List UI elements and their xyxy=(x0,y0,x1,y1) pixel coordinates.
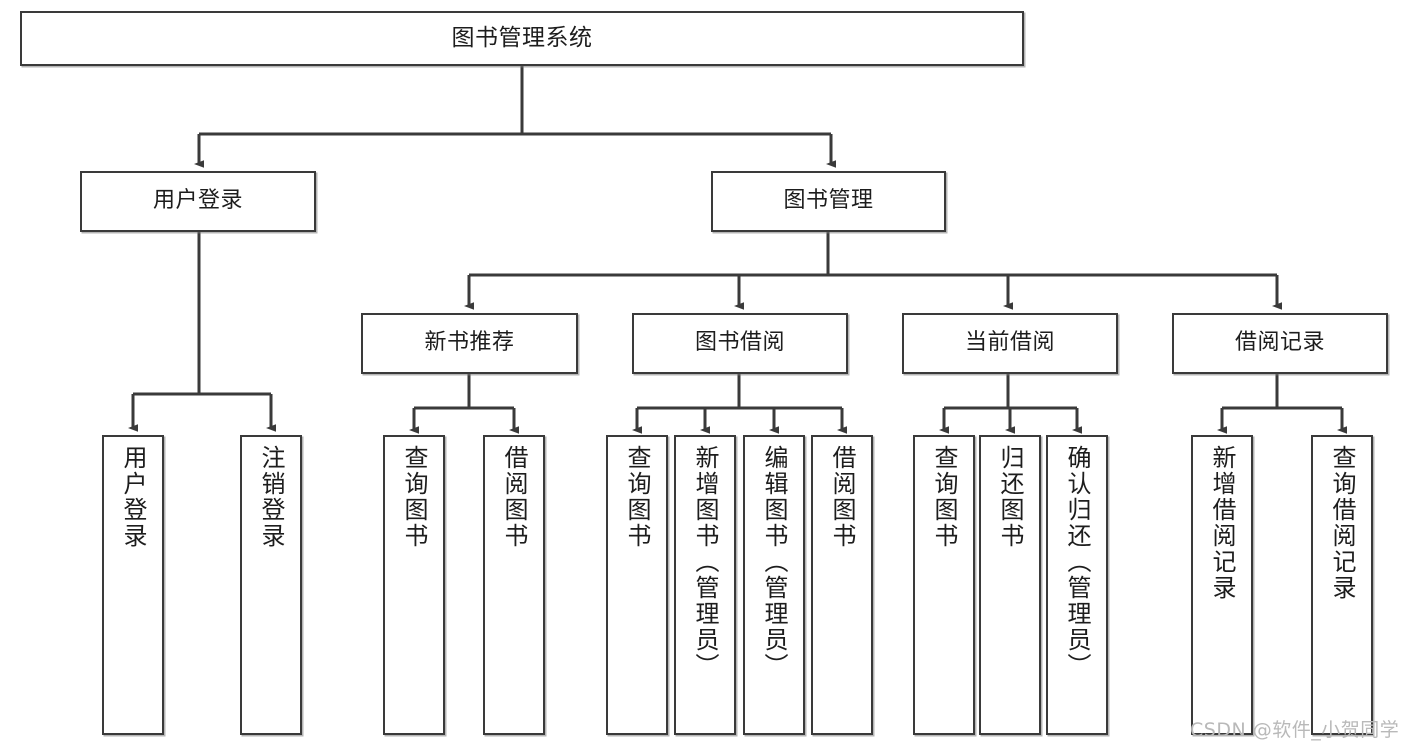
node-label: 图书管理系统 xyxy=(451,24,593,51)
node-label: 用户登录 xyxy=(119,445,147,549)
leaf-query-book-2[interactable]: 查询图书 xyxy=(606,435,668,735)
node-label: 注销登录 xyxy=(257,445,285,549)
leaf-user-login[interactable]: 用户登录 xyxy=(102,435,164,735)
node-label: 借阅记录 xyxy=(1234,330,1325,356)
node-new-book-rec[interactable]: 新书推荐 xyxy=(361,313,578,374)
node-label: 确认归还（管理员） xyxy=(1063,445,1091,679)
node-book-borrow[interactable]: 图书借阅 xyxy=(632,313,848,374)
node-label: 新书推荐 xyxy=(424,330,515,356)
node-label: 借阅图书 xyxy=(828,445,856,549)
node-label: 归还图书 xyxy=(996,445,1024,549)
leaf-query-record[interactable]: 查询借阅记录 xyxy=(1311,435,1373,735)
node-label: 查询图书 xyxy=(623,445,651,549)
leaf-confirm-return[interactable]: 确认归还（管理员） xyxy=(1046,435,1108,735)
node-label: 当前借阅 xyxy=(964,330,1055,356)
node-label: 新增图书（管理员） xyxy=(691,445,719,679)
node-label: 图书管理 xyxy=(783,188,874,214)
leaf-query-book-3[interactable]: 查询图书 xyxy=(913,435,975,735)
leaf-return-book[interactable]: 归还图书 xyxy=(979,435,1041,735)
leaf-add-book[interactable]: 新增图书（管理员） xyxy=(674,435,736,735)
node-label: 图书借阅 xyxy=(694,330,785,356)
node-user-login[interactable]: 用户登录 xyxy=(80,171,316,232)
node-label: 用户登录 xyxy=(152,188,243,214)
node-borrow-record[interactable]: 借阅记录 xyxy=(1172,313,1388,374)
node-label: 编辑图书（管理员） xyxy=(760,445,788,679)
csdn-watermark: CSDN @软件_小贺同学 xyxy=(1190,719,1400,741)
leaf-logout[interactable]: 注销登录 xyxy=(240,435,302,735)
node-label: 查询借阅记录 xyxy=(1328,445,1356,601)
leaf-borrow-book-2[interactable]: 借阅图书 xyxy=(811,435,873,735)
node-label: 查询图书 xyxy=(930,445,958,549)
leaf-add-record[interactable]: 新增借阅记录 xyxy=(1191,435,1253,735)
node-current-borrow[interactable]: 当前借阅 xyxy=(902,313,1118,374)
node-label: 查询图书 xyxy=(400,445,428,549)
node-label: 新增借阅记录 xyxy=(1208,445,1236,601)
node-label: 借阅图书 xyxy=(500,445,528,549)
node-book-manage[interactable]: 图书管理 xyxy=(711,171,946,232)
leaf-borrow-book-1[interactable]: 借阅图书 xyxy=(483,435,545,735)
node-root-system[interactable]: 图书管理系统 xyxy=(20,11,1024,66)
leaf-edit-book[interactable]: 编辑图书（管理员） xyxy=(743,435,805,735)
leaf-query-book-1[interactable]: 查询图书 xyxy=(383,435,445,735)
